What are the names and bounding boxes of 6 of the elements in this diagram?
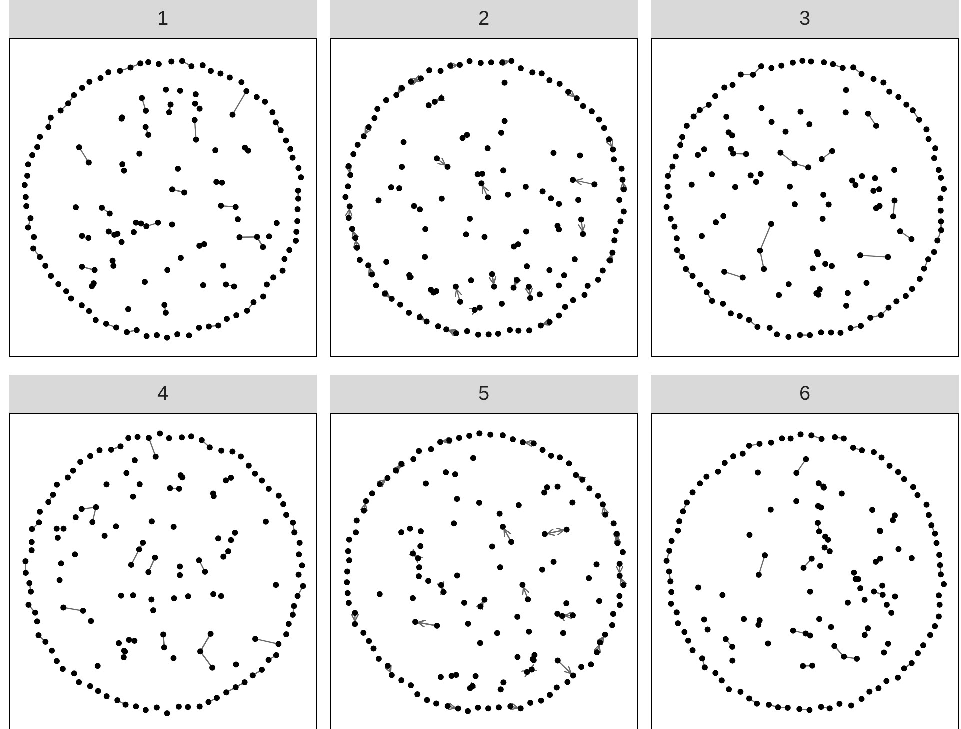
- panel-header: 2: [330, 0, 638, 38]
- panel-header: 1: [9, 0, 317, 38]
- panel-header: 6: [651, 375, 959, 413]
- panel-header: 5: [330, 375, 638, 413]
- panel-header: 3: [651, 0, 959, 38]
- panel-header: 4: [9, 375, 317, 413]
